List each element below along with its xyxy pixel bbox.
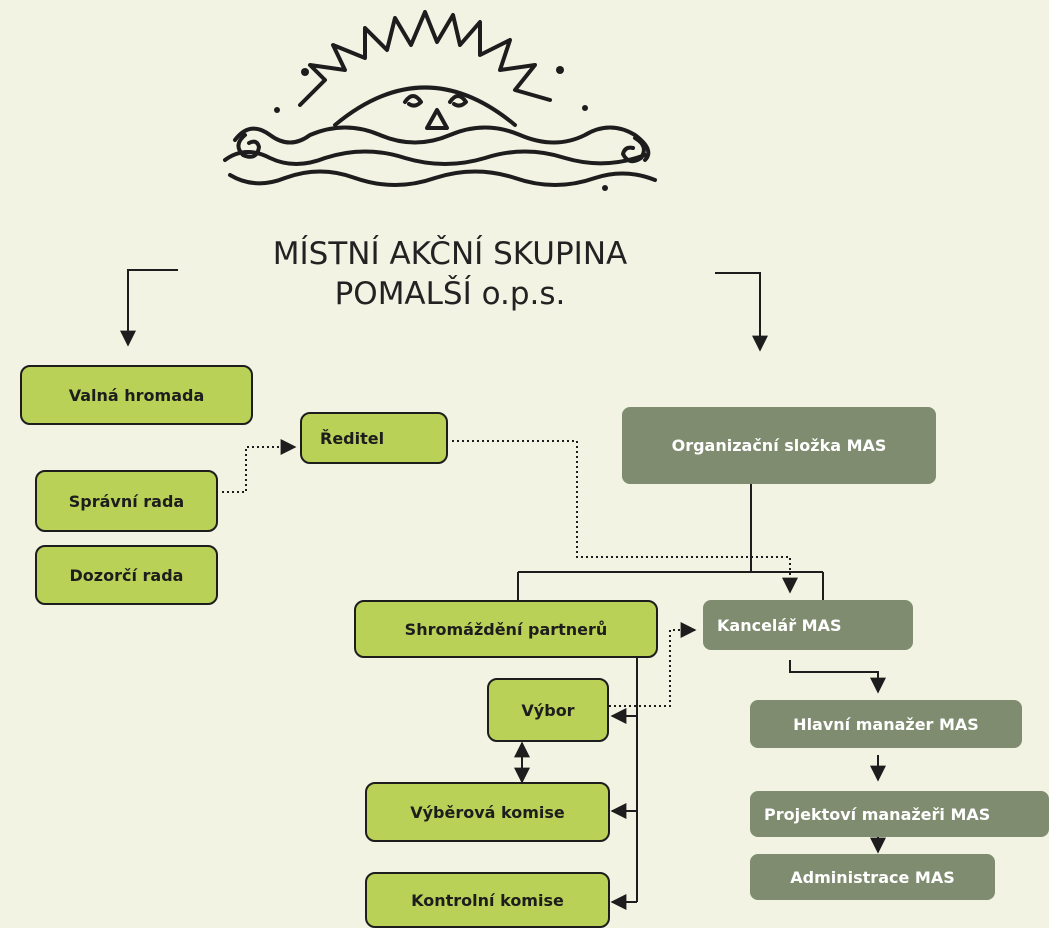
- node-valna-hromada: Valná hromada: [20, 365, 253, 425]
- node-dozorci-rada: Dozorčí rada: [35, 545, 218, 605]
- node-organizacni-slozka: Organizační složka MAS: [622, 407, 936, 484]
- node-spravni-rada: Správní rada: [35, 470, 218, 532]
- node-reditel: Ředitel: [300, 412, 448, 464]
- title-line-1: MÍSTNÍ AKČNÍ SKUPINA: [272, 236, 628, 272]
- node-vybor: Výbor: [487, 678, 609, 742]
- node-vyberova-komise: Výběrová komise: [365, 782, 610, 842]
- title-line-2: POMALŠÍ o.p.s.: [334, 276, 566, 312]
- organization-title: MÍSTNÍ AKČNÍ SKUPINA POMALŠÍ o.p.s.: [200, 234, 700, 314]
- node-administrace: Administrace MAS: [750, 854, 995, 900]
- node-kontrolni-komise: Kontrolní komise: [365, 872, 610, 928]
- node-shromazdeni-partneru: Shromáždění partnerů: [354, 600, 658, 658]
- node-kancelar: Kancelář MAS: [703, 600, 913, 650]
- node-hlavni-manazer: Hlavní manažer MAS: [750, 700, 1022, 748]
- node-projektovi-manazeri: Projektoví manažeři MAS: [750, 791, 1049, 837]
- sun-logo-icon: [223, 10, 657, 191]
